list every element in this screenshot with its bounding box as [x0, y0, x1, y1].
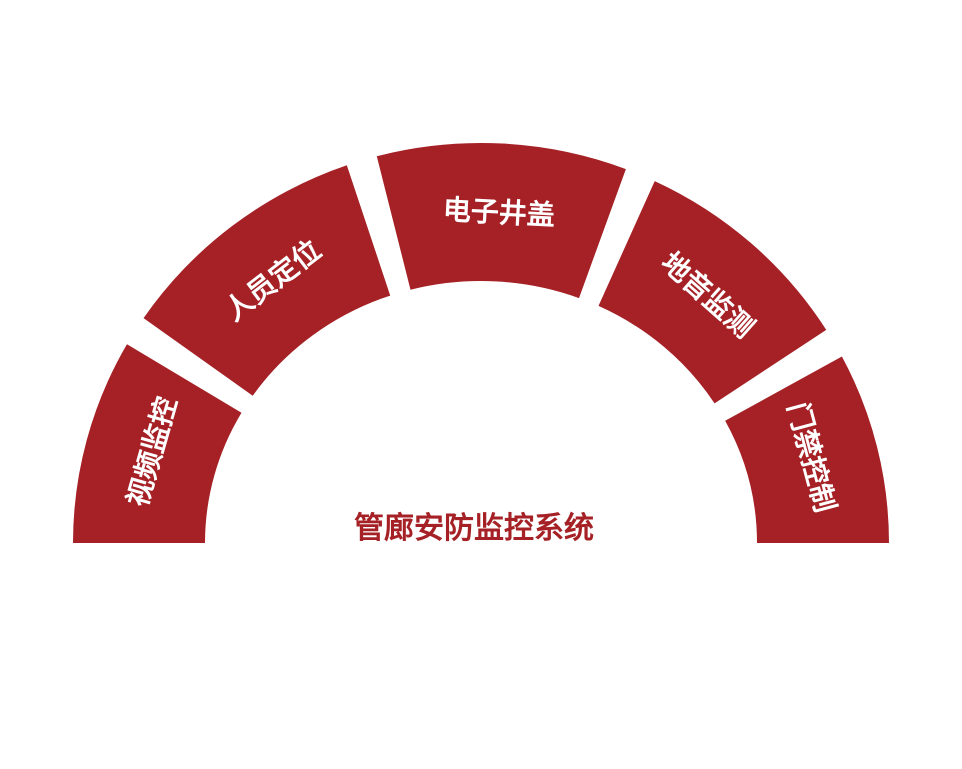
segment-2: 人员定位	[143, 165, 391, 396]
segment-3: 电子井盖	[376, 143, 626, 299]
segment-shape	[725, 356, 889, 543]
segment-5: 门禁控制	[725, 356, 889, 543]
segment-shape	[143, 165, 391, 396]
segment-4: 地音监测	[598, 181, 827, 404]
segment-shape	[376, 143, 626, 299]
segment-1: 视频监控	[73, 344, 242, 543]
segment-shape	[598, 181, 827, 404]
segment-shape	[73, 344, 242, 543]
segment-label: 电子井盖	[442, 193, 556, 232]
diagram-title: 管廊安防监控系统	[354, 511, 594, 546]
